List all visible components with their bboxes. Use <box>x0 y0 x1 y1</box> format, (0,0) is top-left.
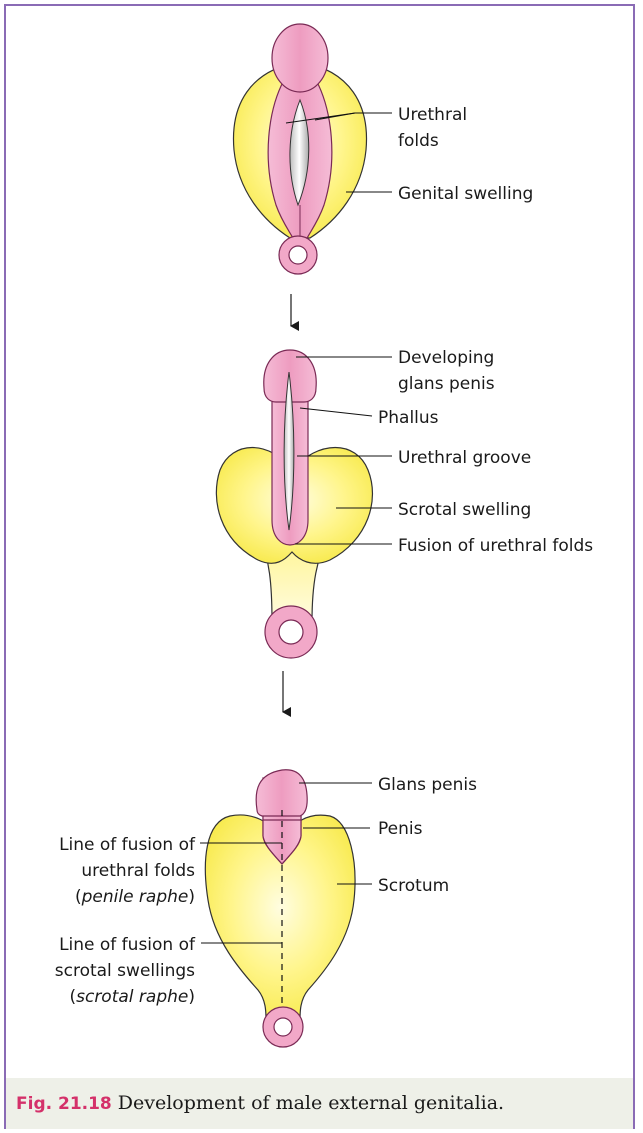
stage3-figure <box>200 770 372 1047</box>
label-scrotum: Scrotum <box>378 876 449 896</box>
label-urethral-folds-1: Urethral <box>398 105 467 125</box>
label-scrotal-raphe-1: Line of fusion of <box>59 935 196 955</box>
label-urethral-folds-2: folds <box>398 131 439 151</box>
label-penile-raphe-3-text: penile raphe <box>81 887 189 907</box>
stage2-figure <box>216 350 392 658</box>
label-penile-raphe-3: (penile raphe) <box>75 887 195 907</box>
label-fusion-urethral-folds: Fusion of urethral folds <box>398 536 593 556</box>
label-developing-glans-1: Developing <box>398 348 494 368</box>
label-penile-raphe-2: urethral folds <box>81 861 195 881</box>
label-glans-penis: Glans penis <box>378 775 477 795</box>
caption-number: Fig. 21.18 <box>16 1094 112 1114</box>
figure-caption: Fig. 21.18 Development of male external g… <box>6 1078 633 1129</box>
glans-penis <box>256 770 307 816</box>
label-urethral-groove: Urethral groove <box>398 448 531 468</box>
label-phallus: Phallus <box>378 408 439 428</box>
label-scrotal-raphe-3-text: scrotal raphe <box>76 987 188 1007</box>
label-penis: Penis <box>378 819 423 839</box>
label-scrotal-raphe-3: (scrotal raphe) <box>69 987 195 1007</box>
label-genital-swelling: Genital swelling <box>398 184 533 204</box>
stage1-figure <box>234 24 392 274</box>
label-scrotal-swelling: Scrotal swelling <box>398 500 531 520</box>
label-penile-raphe-1: Line of fusion of <box>59 835 196 855</box>
label-scrotal-raphe-2: scrotal swellings <box>55 961 195 981</box>
caption-text: Development of male external genitalia. <box>118 1092 504 1114</box>
phallus-tip <box>272 24 328 92</box>
label-developing-glans-2: glans penis <box>398 374 495 394</box>
